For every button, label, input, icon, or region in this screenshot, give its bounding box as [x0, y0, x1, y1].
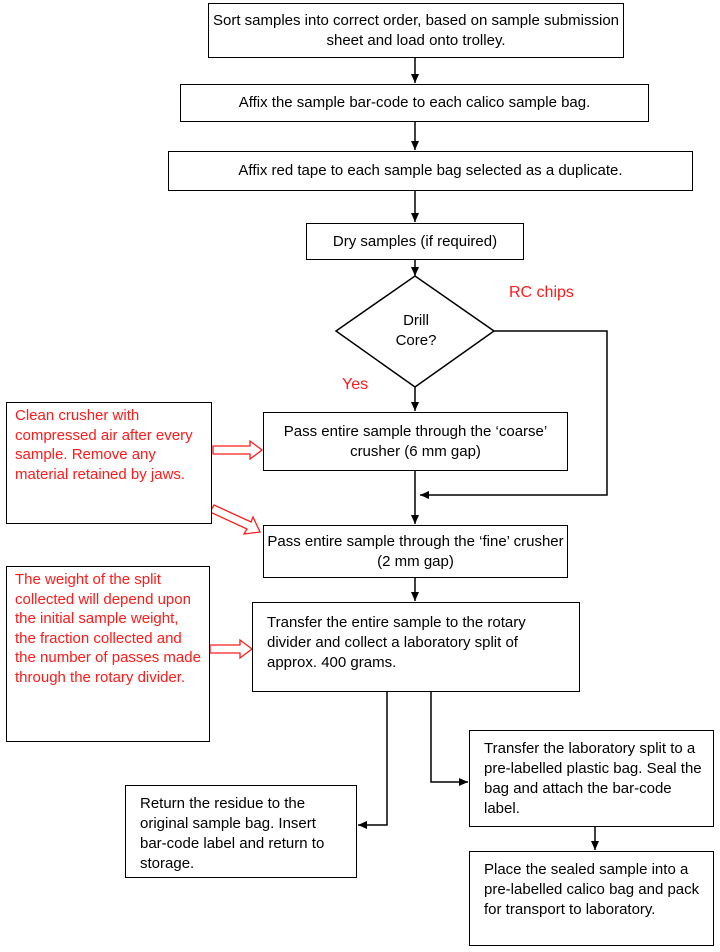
- connector-rotary-to-plastic: [430, 691, 468, 786]
- note-split-weight-text: The weight of the split collected will d…: [15, 571, 201, 686]
- step-calico-bag: Place the sealed sample into a pre-label…: [469, 851, 714, 946]
- step-coarse-crusher-text: Pass entire sample through the ‘coarse’ …: [283, 422, 548, 460]
- connector-rotary-to-residue: [358, 691, 388, 829]
- decision-diamond: [334, 275, 496, 388]
- step-affix-red-tape: Affix red tape to each sample bag select…: [168, 151, 693, 191]
- step-fine-crusher: Pass entire sample through the ‘fine’ cr…: [263, 525, 568, 578]
- step-rotary-divider: Transfer the entire sample to the rotary…: [252, 602, 580, 692]
- hollow-arrow-weight-rotary: [209, 638, 254, 660]
- step-sort-samples: Sort samples into correct order, based o…: [208, 3, 624, 58]
- step-fine-crusher-text: Pass entire sample through the ‘fine’ cr…: [267, 532, 564, 570]
- yes-label: Yes: [342, 376, 369, 393]
- note-clean-crusher-text: Clean crusher with compressed air after …: [15, 407, 193, 483]
- step-rotary-divider-text: Transfer the entire sample to the rotary…: [267, 614, 526, 671]
- note-split-weight: The weight of the split collected will d…: [6, 566, 210, 742]
- note-clean-crusher: Clean crusher with compressed air after …: [6, 402, 212, 524]
- step-plastic-bag: Transfer the laboratory split to a pre-l…: [469, 730, 714, 827]
- hollow-arrow-clean-coarse: [212, 439, 264, 461]
- step-affix-red-tape-text: Affix red tape to each sample bag select…: [238, 162, 623, 179]
- step-calico-bag-text: Place the sealed sample into a pre-label…: [484, 861, 700, 918]
- step-return-residue-text: Return the residue to the original sampl…: [140, 795, 325, 872]
- step-affix-barcode: Affix the sample bar-code to each calico…: [180, 84, 649, 122]
- decision-line-2: Core?: [395, 332, 437, 349]
- step-return-residue: Return the residue to the original sampl…: [125, 785, 357, 878]
- step-coarse-crusher: Pass entire sample through the ‘coarse’ …: [263, 412, 568, 471]
- step-sort-samples-text: Sort samples into correct order, based o…: [212, 11, 620, 49]
- connector-rc-chips: [420, 330, 608, 499]
- step-plastic-bag-text: Transfer the laboratory split to a pre-l…: [484, 740, 702, 817]
- rc-chips-label: RC chips: [509, 284, 574, 301]
- decision-line-1: Drill: [403, 312, 429, 329]
- hollow-arrow-clean-fine: [209, 504, 261, 535]
- step-dry-samples-text: Dry samples (if required): [332, 232, 498, 250]
- step-affix-barcode-text: Affix the sample bar-code to each calico…: [238, 94, 591, 111]
- step-dry-samples: Dry samples (if required): [306, 223, 524, 260]
- decision-label: Drill Core?: [376, 311, 456, 351]
